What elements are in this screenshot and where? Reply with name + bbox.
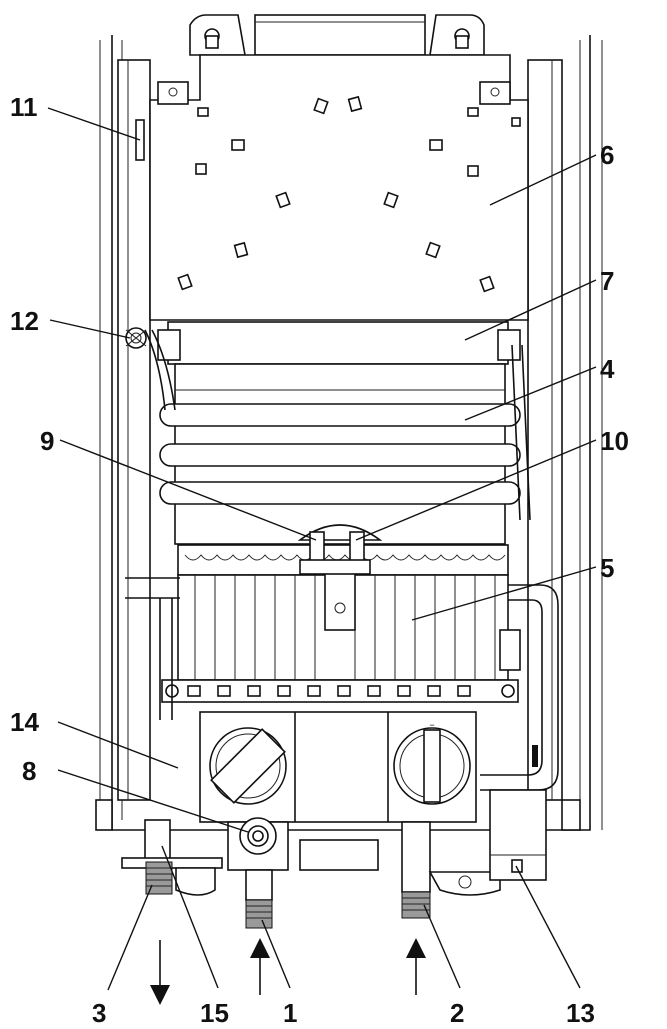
flue-collar xyxy=(254,14,426,56)
water-pipe-right xyxy=(480,584,559,791)
callout-15: 15 xyxy=(200,998,229,1028)
callout-12: 12 xyxy=(10,306,39,336)
gas-control-valve: − xyxy=(199,711,477,823)
flow-arrow-outlet-3 xyxy=(150,940,170,1005)
control-box xyxy=(489,789,547,881)
callout-6: 6 xyxy=(600,140,614,170)
gas-pipe-left xyxy=(125,577,180,720)
mounting-bracket-left xyxy=(189,14,246,56)
burner-assembly xyxy=(161,524,519,703)
callout-4: 4 xyxy=(600,354,615,384)
callout-labels: 11 6 12 7 4 9 10 5 14 8 3 15 1 2 13 xyxy=(10,92,629,1028)
fitting-inlet-2 xyxy=(401,891,431,919)
flow-arrow-inlet-2 xyxy=(406,938,426,995)
callout-1: 1 xyxy=(283,998,297,1028)
flue-hood xyxy=(149,54,529,321)
fitting-inlet-1 xyxy=(245,869,273,929)
callout-7: 7 xyxy=(600,266,614,296)
callout-8: 8 xyxy=(22,756,36,786)
callout-14: 14 xyxy=(10,707,39,737)
callout-3: 3 xyxy=(92,998,106,1028)
flow-arrow-inlet-1 xyxy=(250,938,270,995)
heat-exchanger-coil xyxy=(144,329,531,521)
overheat-sensor xyxy=(125,327,147,349)
callout-2: 2 xyxy=(450,998,464,1028)
callout-9: 9 xyxy=(40,426,54,456)
mounting-bracket-right xyxy=(429,14,485,56)
side-rails xyxy=(117,59,563,801)
callout-11: 11 xyxy=(10,92,38,122)
leader-lines xyxy=(47,107,597,991)
callout-13: 13 xyxy=(566,998,595,1028)
callout-5: 5 xyxy=(600,553,614,583)
callout-10: 10 xyxy=(600,426,629,456)
heat-exchanger xyxy=(157,321,521,545)
svg-text:−: − xyxy=(429,720,434,730)
